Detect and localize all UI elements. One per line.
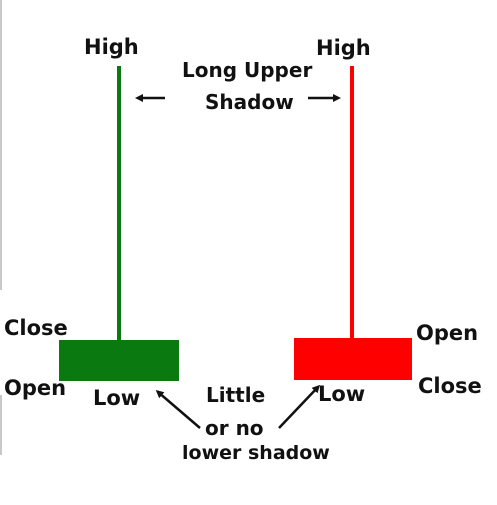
bullish-upper-shadow bbox=[117, 66, 121, 340]
arrow-to-bearish-low bbox=[278, 384, 321, 429]
bullish-low-label: Low bbox=[93, 386, 141, 410]
lower-shadow-label-line2: or no bbox=[205, 416, 264, 440]
bullish-close-label: Close bbox=[4, 316, 68, 340]
bearish-open-label: Open bbox=[416, 321, 479, 345]
lower-shadow-label-line1: Little bbox=[206, 383, 266, 407]
bullish-high-label: High bbox=[84, 35, 139, 59]
edge-mark-top bbox=[0, 0, 2, 290]
upper-shadow-label-line1: Long Upper bbox=[182, 58, 313, 82]
arrow-to-bullish-low bbox=[155, 390, 201, 429]
bearish-candle-body bbox=[294, 338, 412, 380]
bullish-open-label: Open bbox=[4, 376, 67, 400]
bearish-high-label: High bbox=[316, 36, 371, 60]
lower-shadow-label-line3: lower shadow bbox=[182, 442, 330, 464]
edge-mark-bottom bbox=[0, 395, 2, 455]
bearish-close-label: Close bbox=[418, 374, 482, 398]
bearish-upper-shadow bbox=[350, 66, 354, 340]
upper-shadow-label-line2: Shadow bbox=[205, 90, 294, 114]
bullish-candle-body bbox=[59, 340, 179, 381]
bearish-low-label: Low bbox=[318, 382, 366, 406]
